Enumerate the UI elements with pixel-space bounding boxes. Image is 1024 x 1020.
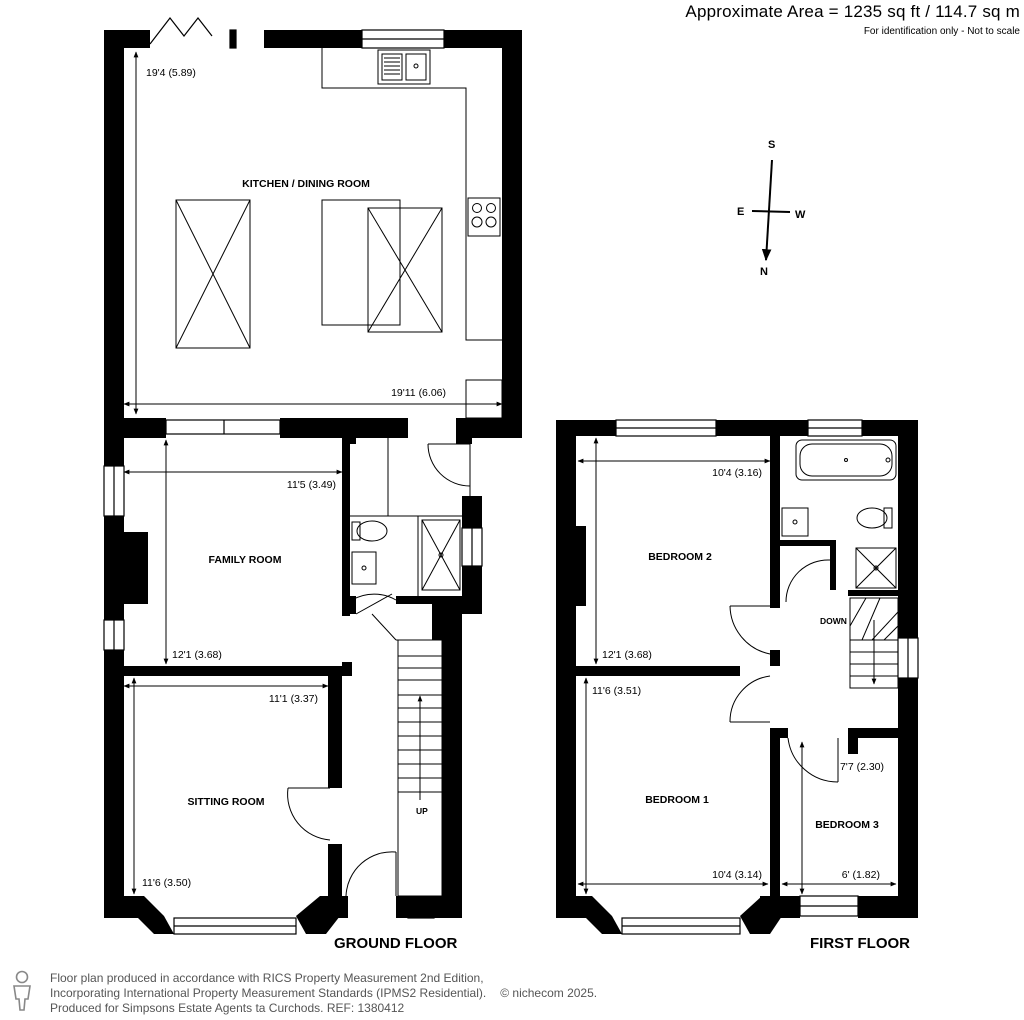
family-room-label: FAMILY ROOM: [209, 554, 282, 566]
floor-plan: KITCHEN / DINING ROOM FAMILY ROOM SITTIN…: [103, 17, 919, 952]
bathroom-fixtures: [781, 439, 897, 589]
kitchen-worktops: [321, 48, 503, 419]
compass-needle: [761, 159, 773, 262]
stairs-up-label: UP: [416, 806, 428, 816]
bedroom1-length: 11'6 (3.51): [592, 685, 641, 697]
footer-line-2: Incorporating International Property Mea…: [50, 986, 597, 1001]
bedroom1-width: 10'4 (3.14): [712, 869, 762, 881]
compass-crossbar: [751, 210, 791, 213]
kitchen-skylights: [175, 199, 443, 349]
footer: Floor plan produced in accordance with R…: [50, 971, 597, 1016]
bedroom3-label: BEDROOM 3: [815, 819, 879, 831]
area-header: Approximate Area = 1235 sq ft / 114.7 sq…: [685, 2, 1020, 37]
family-room-walls: [104, 430, 352, 690]
family-length: 12'1 (3.68): [172, 649, 222, 661]
sitting-length: 11'6 (3.50): [142, 877, 191, 889]
sitting-room-label: SITTING ROOM: [188, 796, 265, 808]
sitting-room-walls: [104, 676, 462, 934]
first-floor-doors: [729, 559, 839, 783]
family-width: 11'5 (3.49): [287, 479, 336, 491]
first-floor-windows: [615, 419, 919, 935]
kitchen-width: 19'11 (6.06): [391, 387, 446, 399]
bifold-door: [149, 17, 237, 49]
hall-walls: [342, 436, 482, 918]
kitchen-length: 19'4 (5.89): [146, 67, 196, 79]
kitchen-label: KITCHEN / DINING ROOM: [242, 178, 370, 190]
kitchen-walls: [104, 30, 522, 444]
ground-floor-plan: KITCHEN / DINING ROOM FAMILY ROOM SITTIN…: [103, 17, 522, 952]
compass-east: E: [737, 206, 744, 218]
bedroom3-length: 7'7 (2.30): [840, 761, 884, 773]
hall-door: [427, 443, 471, 496]
kitchen-windows: [165, 29, 445, 435]
first-floor-title: FIRST FLOOR: [810, 935, 910, 952]
ground-staircase: [397, 639, 443, 897]
family-room-windows: [103, 465, 125, 651]
bedroom1-label: BEDROOM 1: [645, 794, 709, 806]
first-dimension-lines: [577, 437, 897, 895]
first-floor-walls: [556, 420, 918, 934]
compass-west: W: [795, 209, 806, 221]
person-icon: [13, 970, 31, 1011]
bedroom2-width: 10'4 (3.16): [712, 467, 762, 479]
stairs-down-label: DOWN: [820, 616, 847, 626]
approximate-area: Approximate Area = 1235 sq ft / 114.7 sq…: [685, 2, 1020, 21]
compass-south: S: [768, 139, 775, 151]
footer-line-2-text: Incorporating International Property Mea…: [50, 986, 487, 1000]
bedroom2-length: 12'1 (3.68): [602, 649, 652, 661]
bedroom3-width: 6' (1.82): [842, 869, 880, 881]
footer-line-1: Floor plan produced in accordance with R…: [50, 971, 484, 985]
sitting-width: 11'1 (3.37): [269, 693, 318, 705]
scale-note: For identification only - Not to scale: [863, 26, 1020, 37]
footer-line-3: Produced for Simpsons Estate Agents ta C…: [50, 1001, 405, 1015]
sitting-room-door: [287, 787, 397, 897]
first-floor-plan: BEDROOM 2 BEDROOM 1 BEDROOM 3 10'4 (3.16…: [556, 419, 919, 952]
hall-window: [461, 527, 483, 567]
sitting-room-bay-window: [173, 905, 435, 935]
ground-floor-title: GROUND FLOOR: [334, 935, 457, 952]
first-staircase: [849, 597, 899, 689]
ground-dimension-lines: [123, 51, 503, 895]
brand-copyright: © nichecom 2025.: [500, 986, 598, 1000]
compass-north: N: [760, 266, 768, 278]
compass: S E W N: [737, 139, 806, 278]
bedroom2-label: BEDROOM 2: [648, 551, 712, 563]
